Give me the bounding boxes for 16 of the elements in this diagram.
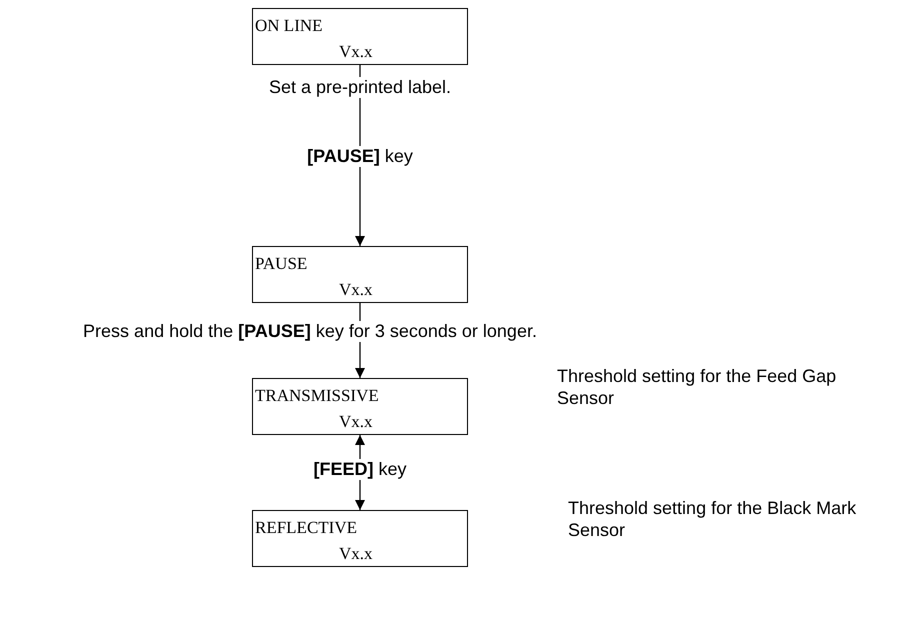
version-text: Vx.x bbox=[339, 412, 373, 432]
version-text: Vx.x bbox=[339, 280, 373, 300]
instruction-text: Threshold setting for the Black Mark Sensor bbox=[568, 497, 858, 541]
instruction-text: Threshold setting for the Feed Gap Sensor bbox=[557, 365, 838, 409]
edge-label: [FEED] key bbox=[312, 459, 408, 480]
version-text: Vx.x bbox=[339, 42, 373, 62]
display-screen-box bbox=[252, 378, 468, 435]
screen-message: REFLECTIVE bbox=[255, 518, 357, 538]
version-text: Vx.x bbox=[339, 544, 373, 564]
screen-message: TRANSMISSIVE bbox=[255, 386, 379, 406]
edge-label: [PAUSE] key bbox=[305, 146, 415, 167]
display-screen-box bbox=[252, 8, 468, 65]
display-screen-box bbox=[252, 246, 468, 303]
display-screen-box bbox=[252, 510, 468, 567]
screen-message: ON LINE bbox=[255, 16, 323, 36]
screen-message: PAUSE bbox=[255, 254, 308, 274]
